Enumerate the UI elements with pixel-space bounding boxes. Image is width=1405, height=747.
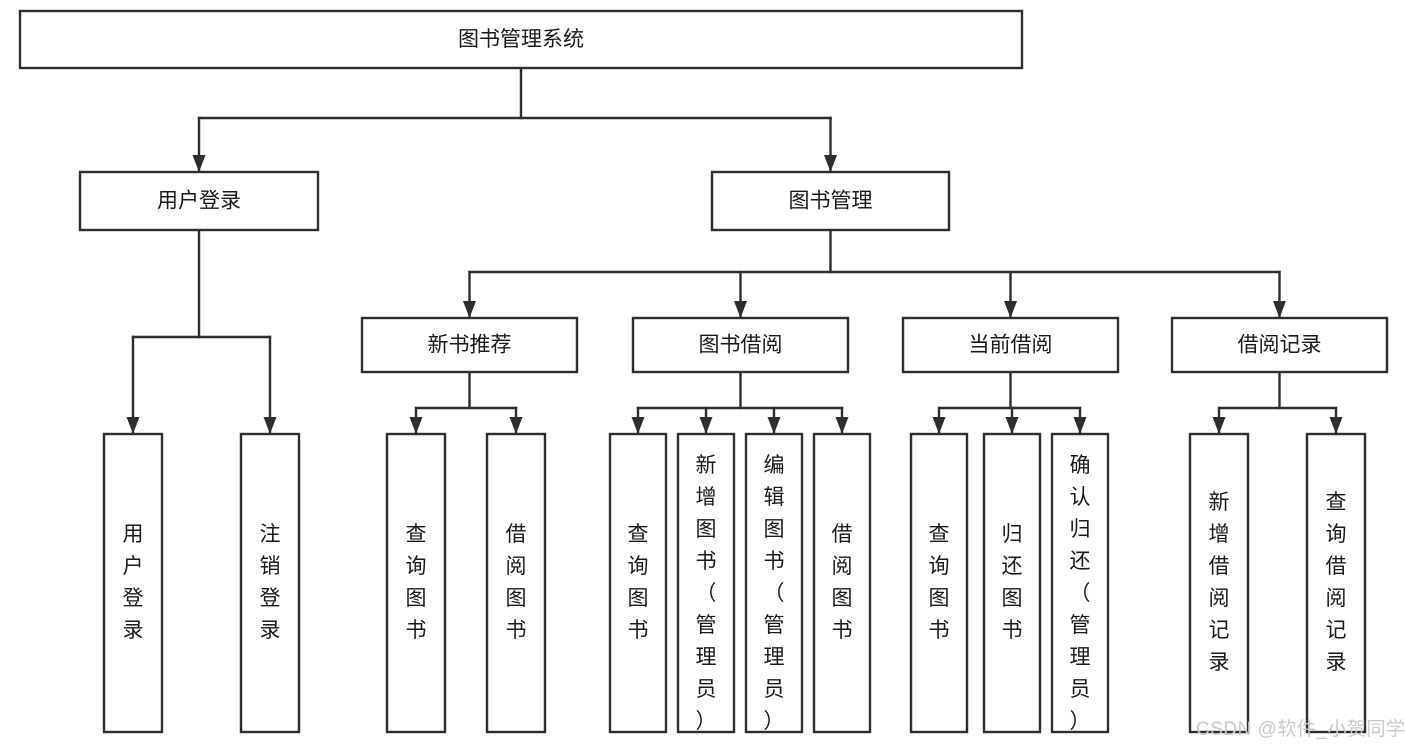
node-leaf-record-query[interactable]: 查询借阅记录 xyxy=(1305,432,1367,734)
node-box xyxy=(676,432,736,734)
node-box xyxy=(360,316,579,374)
edge-arrow-head xyxy=(409,417,423,434)
edge-arrow-head xyxy=(509,417,523,434)
edge-arrow-head xyxy=(1273,301,1286,318)
node-label: 新增图书（管理员） xyxy=(696,454,717,733)
edge-arrow-head xyxy=(192,155,206,172)
node-label: 用户登录 xyxy=(157,190,241,213)
edge-arrow-head xyxy=(767,417,781,434)
node-leaf-user-login[interactable]: 用户登录 xyxy=(102,432,164,734)
node-leaf-current-return-book[interactable]: 归还图书 xyxy=(982,432,1042,734)
node-label: 借阅记录 xyxy=(1238,334,1322,357)
edge-arrow-head xyxy=(699,417,713,434)
edge-group-e-rec-group xyxy=(409,370,523,435)
node-leaf-rec-borrow-book[interactable]: 借阅图书 xyxy=(485,432,547,734)
node-l1-user-login[interactable]: 用户登录 xyxy=(78,170,320,232)
edge-arrow-head xyxy=(631,417,645,434)
edge-group-e-manage-group xyxy=(463,228,1286,319)
edges-layer xyxy=(126,66,1343,435)
node-l2-borrow-record[interactable]: 借阅记录 xyxy=(1170,316,1389,374)
node-label: 查询借阅记录 xyxy=(1326,491,1347,674)
nodes-layer: 图书管理系统用户登录图书管理新书推荐图书借阅当前借阅借阅记录用户登录注销登录查询… xyxy=(18,9,1389,734)
node-label: 借阅图书 xyxy=(832,523,853,642)
edge-arrow-head xyxy=(1004,301,1017,318)
edge-group-e-current-group xyxy=(932,370,1087,435)
edge-arrow-head xyxy=(1212,417,1226,434)
node-label: 当前借阅 xyxy=(969,334,1053,357)
node-label: 归还图书 xyxy=(1002,523,1023,642)
node-l2-book-borrow[interactable]: 图书借阅 xyxy=(631,316,850,374)
edge-group-e-login-group xyxy=(126,228,277,435)
node-box xyxy=(812,432,872,734)
node-box xyxy=(710,170,951,232)
node-root[interactable]: 图书管理系统 xyxy=(18,9,1024,70)
node-label: 查询图书 xyxy=(628,523,649,642)
node-leaf-borrow-borrow-book[interactable]: 借阅图书 xyxy=(812,432,872,734)
edge-arrow-head xyxy=(263,417,277,434)
node-label: 图书借阅 xyxy=(699,334,783,357)
node-label: 图书管理 xyxy=(789,190,873,213)
node-label: 查询图书 xyxy=(929,523,950,642)
edge-arrow-head xyxy=(1005,417,1019,434)
node-box xyxy=(239,432,301,734)
edge-group-e-root-group xyxy=(192,66,837,173)
node-box xyxy=(1170,316,1389,374)
node-label: 新增借阅记录 xyxy=(1209,491,1230,674)
edge-arrow-head xyxy=(126,417,140,434)
edge-arrow-head xyxy=(1329,417,1343,434)
node-box xyxy=(901,316,1120,374)
node-box xyxy=(1188,432,1250,734)
node-label: 注销登录 xyxy=(260,523,281,642)
node-l2-current-borrow[interactable]: 当前借阅 xyxy=(901,316,1120,374)
node-box xyxy=(631,316,850,374)
node-box xyxy=(18,9,1024,70)
node-leaf-logout[interactable]: 注销登录 xyxy=(239,432,301,734)
node-leaf-borrow-edit-book[interactable]: 编辑图书（管理员） xyxy=(744,432,804,734)
node-label: 借阅图书 xyxy=(506,523,527,642)
node-box xyxy=(1305,432,1367,734)
node-leaf-borrow-add-book[interactable]: 新增图书（管理员） xyxy=(676,432,736,734)
node-l2-new-book-rec[interactable]: 新书推荐 xyxy=(360,316,579,374)
edge-arrow-head xyxy=(463,301,476,318)
edge-group-e-borrow-group xyxy=(631,370,849,435)
node-leaf-current-query-book[interactable]: 查询图书 xyxy=(909,432,969,734)
node-box xyxy=(485,432,547,734)
node-label: 新书推荐 xyxy=(428,334,512,357)
edge-arrow-head xyxy=(1073,417,1087,434)
node-box xyxy=(385,432,447,734)
edge-arrow-head xyxy=(824,155,837,172)
node-box xyxy=(608,432,668,734)
node-label: 编辑图书（管理员） xyxy=(764,454,785,733)
node-leaf-current-confirm-return[interactable]: 确认归还（管理员） xyxy=(1050,432,1110,734)
node-box xyxy=(909,432,969,734)
node-label: 查询图书 xyxy=(406,523,427,642)
node-box xyxy=(744,432,804,734)
node-leaf-borrow-query-book[interactable]: 查询图书 xyxy=(608,432,668,734)
node-leaf-record-add[interactable]: 新增借阅记录 xyxy=(1188,432,1250,734)
node-box xyxy=(78,170,320,232)
edge-group-e-record-group xyxy=(1212,370,1343,435)
node-leaf-rec-query-book[interactable]: 查询图书 xyxy=(385,432,447,734)
node-label: 确认归还（管理员） xyxy=(1070,454,1091,733)
node-box xyxy=(102,432,164,734)
edge-arrow-head xyxy=(932,417,946,434)
node-box xyxy=(1050,432,1110,734)
node-box xyxy=(982,432,1042,734)
node-l1-book-manage[interactable]: 图书管理 xyxy=(710,170,951,232)
node-label: 图书管理系统 xyxy=(458,28,584,51)
node-label: 用户登录 xyxy=(123,523,144,642)
edge-arrow-head xyxy=(835,417,849,434)
edge-arrow-head xyxy=(734,301,747,318)
